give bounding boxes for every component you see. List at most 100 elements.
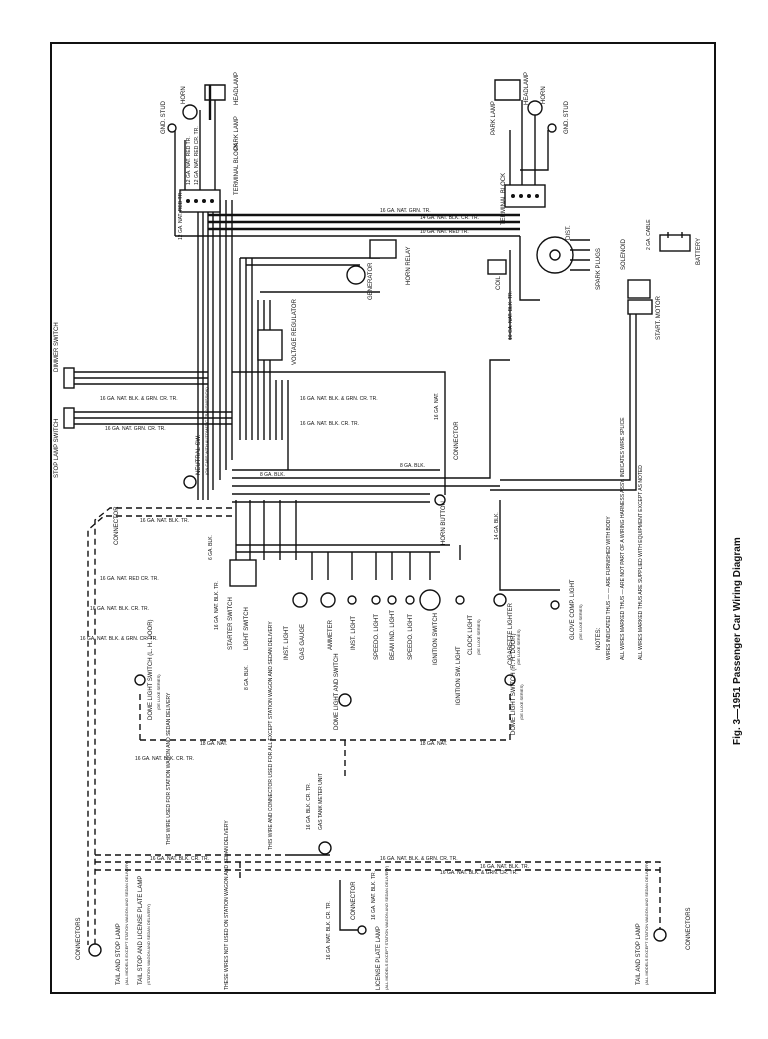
gnd-stud-right-label: GND. STUD — [564, 100, 570, 134]
horn-relay-symbol — [369, 239, 397, 259]
horn-button-label: HORN BUTTON — [441, 501, 447, 545]
ammeter-label: AMMETER — [328, 619, 334, 650]
wire-label: 16 GA. NAT. BLK. TR. — [214, 581, 220, 630]
clock-light-note: (DE LUXE SERIES) — [476, 619, 481, 655]
wire-label: 14 GA. NAT. BLK. CR. TR. — [420, 215, 479, 221]
wire-label: 16 GA. NAT. BLK. TR. — [140, 518, 189, 524]
gas-tank-unit-label: GAS TANK METER UNIT — [318, 773, 324, 830]
wire-label: 8 GA. BLK. — [260, 472, 285, 478]
dome-light-switch-rh-note: (DE LUXE SERIES) — [519, 684, 524, 720]
gas-tank-unit-symbol — [318, 841, 332, 855]
instrument-symbols — [229, 559, 560, 611]
headlamp-right-label: HEADLAMP — [524, 72, 530, 105]
voltage-regulator-label: VOLTAGE REGULATOR — [292, 298, 298, 365]
neutral-sw-note: (ON CARS WITH AUTOMATIC TRANSMISSION) — [204, 387, 209, 475]
horn-right-symbol — [527, 100, 543, 116]
wire-label: 16 GA. NAT. BLK. CR. TR. — [135, 756, 194, 762]
battery-label: BATTERY — [696, 238, 702, 265]
wire-label: 16 GA. NAT. BLK. & GRN. CR. TR. — [100, 396, 178, 402]
wire-label: 18 GA. NAT. — [200, 741, 227, 747]
wire-used-note: THIS WIRE USED FOR STATION WAGON AND SED… — [166, 692, 172, 845]
gas-gauge-label: GAS GAUGE — [300, 624, 306, 660]
tail-stop-left-label: TAIL AND STOP LAMP — [116, 923, 122, 985]
wire-label: 16 GA. NAT. — [434, 393, 440, 420]
wire-label: 16 GA. NAT. BLK. TR. — [508, 291, 514, 340]
tail-stop-license-left-note: (STATION WAGON AND SEDAN DELIVERY) — [146, 903, 151, 985]
wire-label: 16 GA. NAT. BLK. & GRN. CR. TR. — [440, 870, 518, 876]
headlamp-left-label: HEADLAMP — [234, 72, 240, 105]
stop-lamp-switch-symbol — [63, 407, 75, 429]
wire-label: 16 GA. NAT. BLK. TR. — [371, 871, 377, 920]
distributor-symbol — [536, 236, 574, 274]
solenoid-label: SOLENOID — [621, 238, 627, 270]
notes-item: ALL WIRES MARKED THUS — ARE NOT PART OF … — [620, 417, 626, 660]
dome-light-switch-lh-label: DOME LIGHT SWITCH (L. H. DOOR) — [148, 619, 154, 720]
wire-label: 16 GA. NAT. BLK. CR. TR. — [150, 856, 209, 862]
cigarette-lighter-label: CIGARETTE LIGHTER — [508, 602, 514, 665]
wire-label: 10 GA. NAT. RED TR. — [420, 229, 469, 235]
main-harness — [70, 100, 637, 591]
figure-title: Fig. 3—1951 Passenger Car Wiring Diagram — [732, 537, 743, 745]
solenoid-symbol — [627, 279, 651, 299]
connector-used-note: THIS WIRE AND CONNECTOR USED FOR ALL EXC… — [268, 621, 274, 850]
wire-label: 2 GA. CABLE — [646, 219, 652, 250]
connectors-left-label: CONNECTORS — [76, 917, 82, 960]
battery-symbol — [659, 232, 691, 252]
light-switch-label: LIGHT SWITCH — [244, 607, 250, 650]
license-plate-lamp-note: (ALL MODELS EXCEPT STATION WAGON AND SED… — [384, 865, 389, 990]
neutral-sw-label: NEUTRAL SW. — [196, 434, 202, 475]
tail-stop-license-left-label: TAIL STOP AND LICENSE PLATE LAMP — [138, 876, 144, 985]
wire-label: 16 GA. NAT. GRN. CR. TR. — [105, 426, 166, 432]
inst-light-2-label: INST. LIGHT — [351, 616, 357, 650]
horn-left-symbol — [182, 104, 198, 120]
terminal-block-right-label: TERMINAL BLOCK — [501, 173, 507, 225]
generator-label: GENERATOR — [368, 262, 374, 300]
gnd-stud-left-label: GND. STUD — [161, 100, 167, 134]
stop-lamp-switch-label: STOP LAMP SWITCH — [54, 419, 60, 478]
horn-button-symbol — [434, 494, 446, 506]
wire-label: 12 GA. NAT. RED TR. — [178, 191, 184, 240]
voltage-regulator-symbol — [257, 329, 283, 361]
speedo-light-2-label: SPEEDO. LIGHT — [408, 614, 414, 660]
neutral-switch-symbol — [183, 475, 197, 489]
connector-rear-label: CONNECTOR — [351, 881, 357, 920]
cigarette-lighter-note: (DE LUXE SERIES) — [516, 629, 521, 665]
connector-left-label: CONNECTOR — [114, 506, 120, 545]
horn-left-label: HORN — [181, 86, 187, 104]
labels: GND. STUD HORN HEADLAMP PARK LAMP TERMIN… — [54, 72, 743, 990]
horn-right-label: HORN — [541, 86, 547, 104]
wire-label: 6 GA. BLK. — [208, 535, 214, 560]
wire-label: 16 GA. NAT. BLK. & GRN. CR. TR. — [380, 856, 458, 862]
wire-label: 16 GA. NAT. GRN. TR. — [380, 208, 431, 214]
tail-stop-left-note: (ALL MODELS EXCEPT STATION WAGON AND SED… — [124, 860, 129, 985]
dome-light-and-switch-label: DOME LIGHT AND SWITCH — [334, 653, 340, 730]
generator-symbol — [346, 265, 366, 285]
not-used-note: THESE WIRES NOT USED ON STATION WAGON AN… — [224, 820, 230, 990]
park-lamp-right-label: PARK LAMP — [491, 101, 497, 135]
ignition-switch-label: IGNITION SWITCH — [433, 613, 439, 665]
terminal-block-left-symbol — [179, 189, 221, 213]
body-wires — [87, 507, 661, 950]
coil-symbol — [487, 259, 507, 275]
wire-label: 12 GA. NAT. RED CR. TR. — [194, 126, 200, 185]
start-motor-symbol — [627, 299, 653, 315]
beam-ind-light-label: BEAM IND. LIGHT — [390, 610, 396, 660]
horn-relay-label: HORN RELAY — [406, 246, 412, 285]
speedo-light-1-label: SPEEDO. LIGHT — [374, 614, 380, 660]
wire-label: 16 GA. NAT. BLK. TR. — [480, 864, 529, 870]
dimmer-switch-label: DIMMER SWITCH — [54, 322, 60, 372]
gnd-stud-right-symbol — [547, 123, 557, 133]
wire-label: 16 GA. NAT. BLK. & GRN. CR. TR. — [80, 636, 158, 642]
notes-item: WIRES INDICATED THUS — — ARE FURNISHED W… — [606, 516, 612, 660]
headlamp-right-symbol — [494, 79, 521, 101]
terminal-block-right-symbol — [504, 184, 546, 208]
dist-label: DIST. — [566, 225, 572, 240]
ignition-sw-light-label: IGNITION SW. LIGHT — [456, 646, 462, 705]
wire-label: 18 GA. NAT. — [420, 741, 447, 747]
wire-label: 16 GA. NAT. BLK. & GRN. CR. TR. — [300, 396, 378, 402]
connectors-right-label: CONNECTORS — [686, 907, 692, 950]
notes-heading: NOTES: — [596, 627, 602, 650]
park-lamp-left-label: PARK LAMP — [234, 116, 240, 150]
tail-stop-right-label: TAIL AND STOP LAMP — [636, 923, 642, 985]
tail-stop-right-note: (ALL MODELS EXCEPT STATION WAGON AND SED… — [644, 860, 649, 985]
